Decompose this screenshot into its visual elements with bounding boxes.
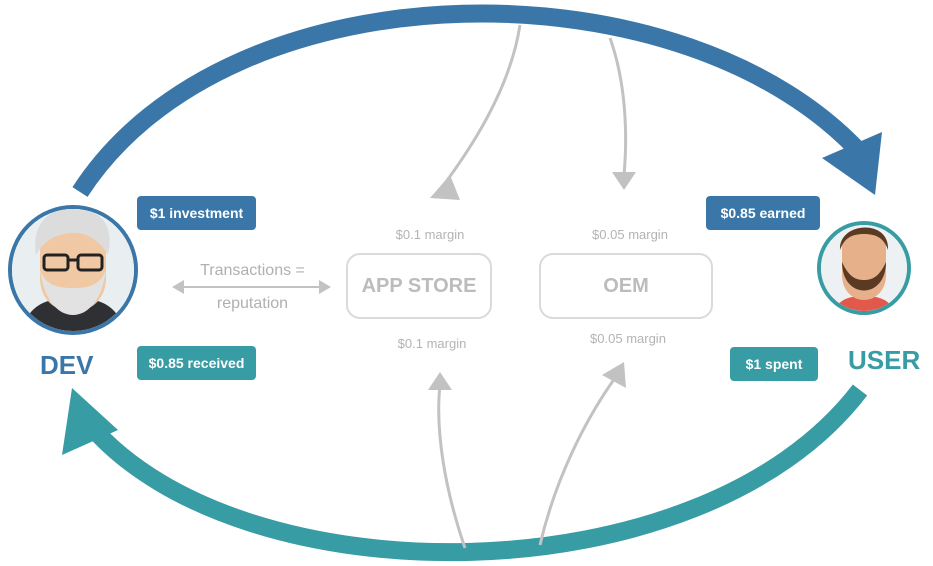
oem-margin-bottom: $0.05 margin xyxy=(590,331,666,346)
top-flow-arrowhead xyxy=(822,132,882,195)
top-arrowhead-app-store xyxy=(430,175,460,200)
user-avatar xyxy=(817,221,911,315)
earned-tag: $0.85 earned xyxy=(706,196,820,230)
app-store-label: APP STORE xyxy=(361,275,477,297)
spent-tag: $1 spent xyxy=(730,347,818,381)
transactions-arrowhead-right xyxy=(319,280,331,294)
top-arrow-to-oem xyxy=(608,37,628,176)
app-store-margin-bottom: $0.1 margin xyxy=(397,336,467,351)
bottom-flow-arc xyxy=(83,384,868,562)
bottom-flow-arrowhead xyxy=(62,388,118,455)
oem-label: OEM xyxy=(603,275,649,297)
top-arrow-to-app-store xyxy=(438,24,522,191)
investment-tag: $1 investment xyxy=(137,196,256,230)
bottom-arrow-to-oem xyxy=(538,377,617,546)
oem-margin-top: $0.05 margin xyxy=(592,227,668,242)
user-label: USER xyxy=(848,345,921,375)
app-store-box: APP STORE xyxy=(346,253,492,319)
top-flow-arc xyxy=(72,4,872,197)
bottom-arrowhead-oem xyxy=(602,362,626,388)
top-arrowhead-oem xyxy=(612,172,636,190)
app-store-margin-top: $0.1 margin xyxy=(395,227,465,242)
dev-avatar xyxy=(8,205,138,335)
transactions-text-line2: reputation xyxy=(216,295,289,312)
received-tag: $0.85 received xyxy=(137,346,256,380)
transactions-arrowhead-left xyxy=(172,280,184,294)
dev-label: DEV xyxy=(40,350,94,380)
oem-box: OEM xyxy=(539,253,713,319)
transactions-text-line1: Transactions = xyxy=(200,262,305,279)
bottom-arrowhead-app-store xyxy=(428,372,452,390)
bottom-arrow-to-app-store xyxy=(437,384,467,549)
